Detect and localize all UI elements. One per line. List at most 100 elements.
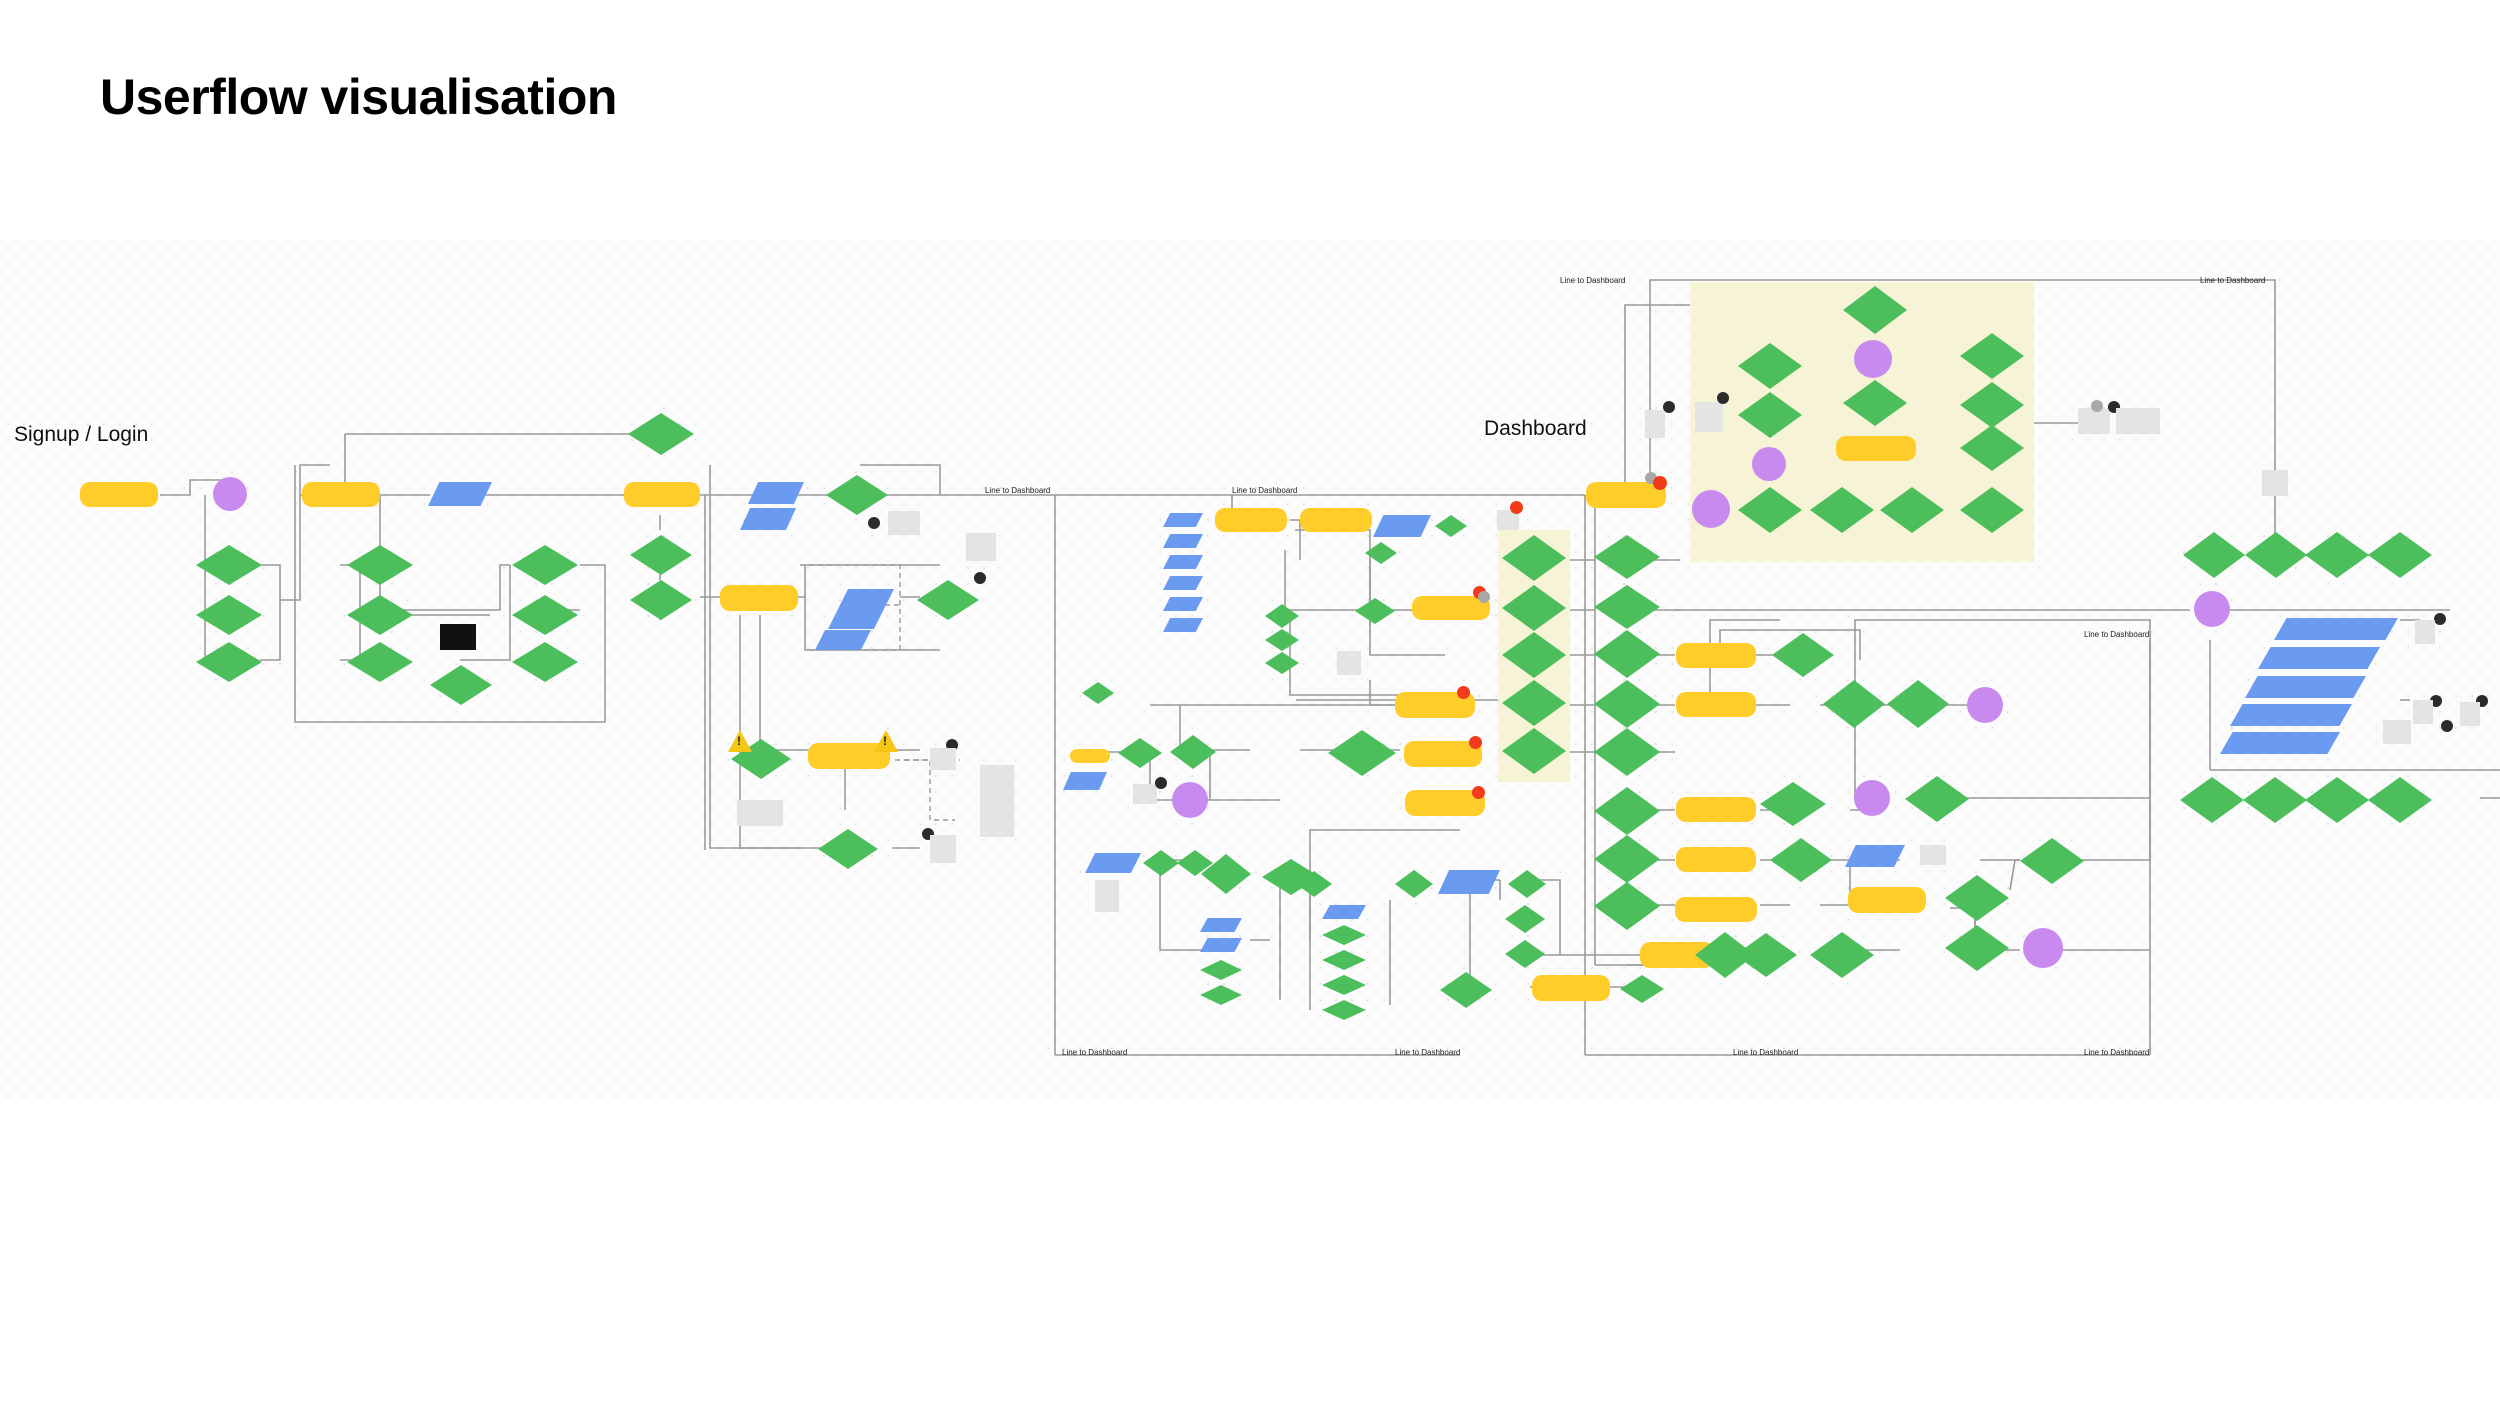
- signin-page-node[interactable]: [302, 482, 380, 507]
- input-node[interactable]: [2245, 676, 2315, 698]
- input-node[interactable]: [1085, 853, 1141, 873]
- decision-node[interactable]: [1695, 932, 1755, 978]
- start-page-node[interactable]: [80, 482, 158, 507]
- input-node[interactable]: [2220, 732, 2290, 754]
- decision-node[interactable]: [196, 545, 262, 585]
- decision-node[interactable]: [1365, 542, 1397, 564]
- decision-node[interactable]: [1322, 950, 1366, 970]
- input-node[interactable]: [838, 589, 894, 609]
- notification-node[interactable]: [213, 477, 247, 511]
- decision-node[interactable]: [430, 665, 492, 705]
- decision-node[interactable]: [630, 580, 692, 620]
- decision-node[interactable]: [628, 413, 694, 455]
- decision-node[interactable]: [1201, 854, 1251, 894]
- registration-page-node[interactable]: [720, 585, 798, 611]
- decision-node[interactable]: [1594, 728, 1660, 776]
- decision-node[interactable]: [1328, 730, 1396, 776]
- decision-node[interactable]: [1738, 343, 1802, 389]
- decision-node[interactable]: [1265, 652, 1299, 674]
- dashboard-item-node[interactable]: [1502, 680, 1566, 726]
- input-node[interactable]: [1163, 576, 1203, 590]
- page-node[interactable]: [1676, 692, 1756, 717]
- input-node[interactable]: [1322, 905, 1366, 919]
- notification-node[interactable]: [1854, 780, 1890, 816]
- decision-node[interactable]: [1594, 535, 1660, 579]
- input-node[interactable]: [1438, 870, 1500, 894]
- decision-node[interactable]: [1823, 680, 1885, 728]
- dashboard-item-node[interactable]: [1502, 728, 1566, 774]
- page-node[interactable]: [1848, 887, 1926, 913]
- decision-node[interactable]: [347, 642, 413, 682]
- decision-node[interactable]: [2305, 777, 2369, 823]
- page-node[interactable]: [1070, 749, 1110, 763]
- input-node[interactable]: [1163, 555, 1203, 569]
- input-node[interactable]: [1163, 597, 1203, 611]
- decision-node[interactable]: [1322, 925, 1366, 945]
- dashboard-item-node[interactable]: [1502, 535, 1566, 581]
- decision-node[interactable]: [2305, 532, 2369, 578]
- decision-node[interactable]: [1905, 776, 1969, 822]
- decision-node[interactable]: [818, 829, 878, 869]
- decision-node[interactable]: [1770, 838, 1832, 882]
- decision-node[interactable]: [2245, 532, 2307, 578]
- decision-node[interactable]: [1887, 680, 1949, 728]
- page-node[interactable]: [1676, 847, 1756, 872]
- decision-node[interactable]: [1594, 882, 1660, 930]
- notification-node[interactable]: [1692, 490, 1730, 528]
- decision-node[interactable]: [1118, 738, 1162, 768]
- decision-node[interactable]: [1945, 875, 2009, 921]
- decision-node[interactable]: [1265, 604, 1299, 628]
- decision-node[interactable]: [196, 642, 262, 682]
- decision-node[interactable]: [1082, 682, 1114, 704]
- decision-node[interactable]: [347, 545, 413, 585]
- input-node[interactable]: [2270, 732, 2340, 754]
- feed-page-node[interactable]: [1412, 596, 1490, 620]
- notification-node[interactable]: [1854, 340, 1892, 378]
- input-node[interactable]: [1163, 618, 1203, 632]
- decision-node[interactable]: [2243, 777, 2307, 823]
- decision-node[interactable]: [1760, 782, 1826, 826]
- decision-node[interactable]: [2180, 777, 2244, 823]
- decision-node[interactable]: [2183, 532, 2245, 578]
- notification-node[interactable]: [2194, 591, 2230, 627]
- decision-node[interactable]: [1170, 735, 1216, 769]
- decision-node[interactable]: [1200, 985, 1242, 1005]
- decision-node[interactable]: [1594, 835, 1660, 883]
- input-node[interactable]: [1163, 534, 1203, 548]
- page-node[interactable]: [1300, 508, 1372, 532]
- decision-node[interactable]: [1322, 975, 1366, 995]
- input-node[interactable]: [1845, 845, 1905, 867]
- decision-node[interactable]: [196, 595, 262, 635]
- page-node[interactable]: [1675, 897, 1757, 922]
- page-node[interactable]: [1215, 508, 1287, 532]
- decision-node[interactable]: [347, 595, 413, 635]
- login-page-node[interactable]: [624, 482, 700, 507]
- decision-node[interactable]: [1322, 1000, 1366, 1020]
- input-node[interactable]: [1200, 938, 1242, 952]
- decision-node[interactable]: [1738, 392, 1802, 438]
- decision-node[interactable]: [1143, 850, 1179, 876]
- decision-node[interactable]: [512, 642, 578, 682]
- posts-page-node[interactable]: [1405, 790, 1485, 816]
- decision-node[interactable]: [1843, 380, 1907, 426]
- decision-node[interactable]: [1620, 975, 1664, 1003]
- decision-node[interactable]: [1945, 925, 2009, 971]
- decision-node[interactable]: [1508, 870, 1546, 898]
- input-node[interactable]: [2310, 647, 2380, 669]
- decision-node[interactable]: [1594, 680, 1660, 728]
- page-node[interactable]: [1836, 436, 1916, 461]
- decision-node[interactable]: [1505, 940, 1545, 968]
- input-node[interactable]: [2274, 618, 2344, 640]
- decision-node[interactable]: [1960, 425, 2024, 471]
- input-node[interactable]: [828, 609, 884, 629]
- decision-node[interactable]: [1296, 871, 1332, 897]
- decision-node[interactable]: [1435, 515, 1467, 537]
- decision-node[interactable]: [630, 535, 692, 575]
- notification-node[interactable]: [1752, 447, 1786, 481]
- notification-node[interactable]: [2023, 928, 2063, 968]
- input-node[interactable]: [1200, 918, 1242, 932]
- input-node[interactable]: [1163, 513, 1203, 527]
- decision-node[interactable]: [1960, 382, 2024, 428]
- input-node[interactable]: [2258, 647, 2328, 669]
- decision-node[interactable]: [512, 595, 578, 635]
